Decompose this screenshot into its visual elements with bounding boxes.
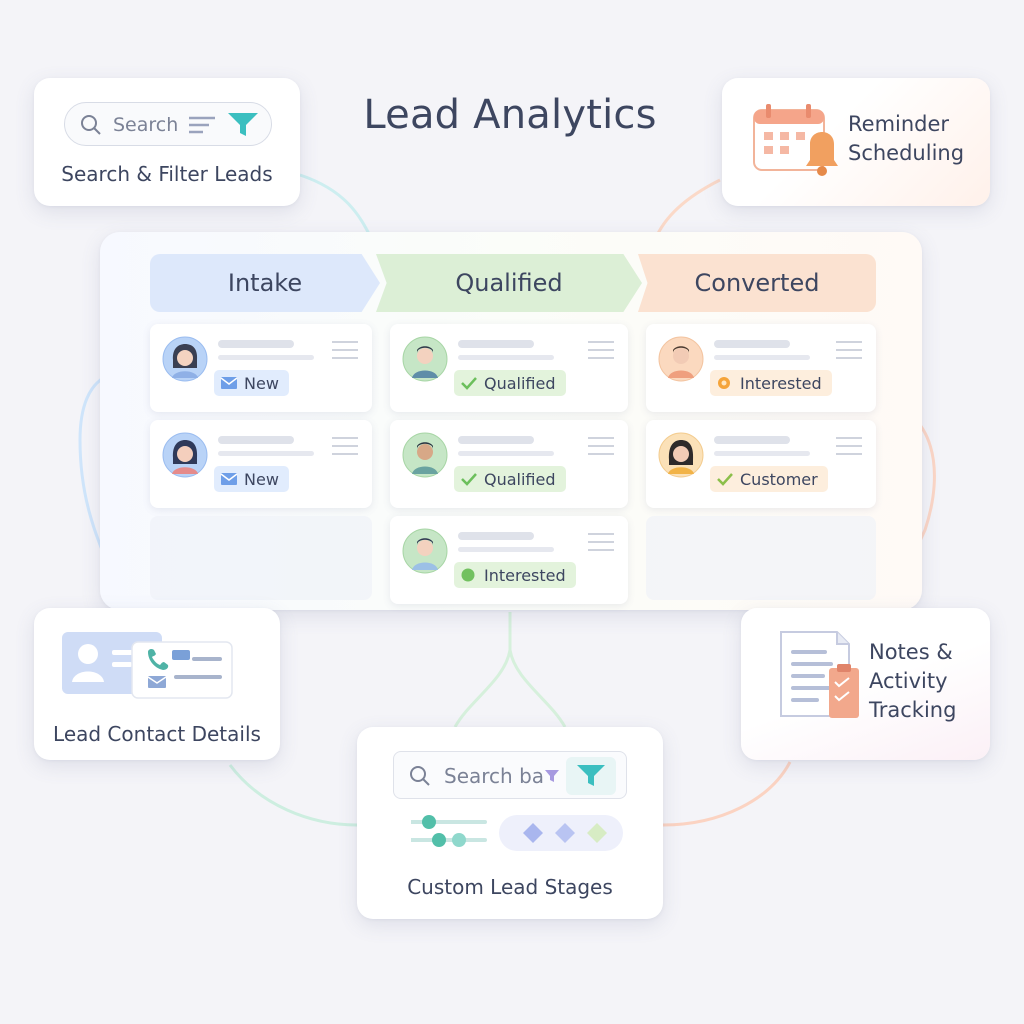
lead-detail-placeholder: [218, 355, 314, 360]
lead-name-placeholder: [458, 436, 534, 444]
stage-qualified[interactable]: Qualified: [376, 254, 642, 312]
lead-card[interactable]: Qualified: [390, 324, 628, 412]
lead-card[interactable]: New: [150, 420, 372, 508]
calendar-bell-icon: [753, 104, 838, 176]
status-badge: Interested: [454, 562, 576, 588]
menu-lines-icon[interactable]: [836, 340, 862, 360]
lead-name-placeholder: [714, 340, 790, 348]
custom-stages-label: Custom Lead Stages: [407, 875, 613, 899]
contact-details-card[interactable]: Lead Contact Details: [34, 608, 280, 760]
empty-slot: [646, 516, 876, 600]
lead-detail-placeholder: [458, 547, 554, 552]
notes-activity-label: Notes & Activity Tracking: [869, 640, 957, 722]
stage-diamonds-icon: [499, 815, 623, 851]
search-bar[interactable]: Search ba: [393, 751, 627, 799]
avatar-male-icon: [658, 336, 704, 382]
reminder-card[interactable]: Reminder Scheduling: [722, 78, 990, 206]
status-badge: Qualified: [454, 370, 566, 396]
lead-detail-placeholder: [714, 355, 810, 360]
search-placeholder: Search: [113, 114, 179, 136]
menu-lines-icon[interactable]: [836, 436, 862, 456]
stage-intake[interactable]: Intake: [150, 254, 380, 312]
menu-lines-icon[interactable]: [332, 340, 358, 360]
status-badge: New: [214, 370, 289, 396]
lead-name-placeholder: [458, 532, 534, 540]
sliders-icon: [411, 815, 487, 847]
avatar-female-icon: [162, 432, 208, 478]
lead-card[interactable]: Customer: [646, 420, 876, 508]
small-filter-icon: [545, 770, 559, 782]
filter-icon: [577, 765, 605, 786]
contact-card-icon: [62, 632, 233, 699]
status-badge: Interested: [710, 370, 832, 396]
lead-name-placeholder: [218, 340, 294, 348]
avatar-male-icon: [402, 528, 448, 574]
envelope-icon: [220, 473, 238, 485]
menu-lines-icon[interactable]: [332, 436, 358, 456]
search-placeholder: Search ba: [444, 764, 545, 788]
menu-lines-icon[interactable]: [588, 340, 614, 360]
kanban-board: Intake Qualified Converted New New: [100, 232, 922, 610]
search-filter-label: Search & Filter Leads: [61, 162, 273, 186]
search-icon: [410, 766, 430, 786]
avatar-male-icon: [402, 432, 448, 478]
menu-lines-icon[interactable]: [588, 436, 614, 456]
stage-converted[interactable]: Converted: [638, 254, 876, 312]
checkmark-icon: [461, 377, 477, 390]
page-title: Lead Analytics: [363, 92, 657, 138]
search-pill[interactable]: Search: [64, 102, 272, 146]
checkmark-icon: [717, 473, 733, 486]
lead-detail-placeholder: [458, 355, 554, 360]
lead-card[interactable]: Interested: [390, 516, 628, 604]
avatar-male-icon: [402, 336, 448, 382]
lead-card[interactable]: New: [150, 324, 372, 412]
contact-details-label: Lead Contact Details: [53, 722, 261, 746]
avatar-female-icon: [658, 432, 704, 478]
lead-detail-placeholder: [714, 451, 810, 456]
notes-clipboard-icon: [780, 631, 859, 718]
envelope-icon: [220, 377, 238, 389]
checkmark-icon: [461, 473, 477, 486]
search-icon: [81, 115, 101, 135]
avatar-female-icon: [162, 336, 208, 382]
status-badge: Qualified: [454, 466, 566, 492]
custom-stages-card[interactable]: Search ba Custom Lead Stages: [357, 727, 663, 919]
lead-name-placeholder: [458, 340, 534, 348]
lead-card[interactable]: Interested: [646, 324, 876, 412]
reminder-label: Reminder Scheduling: [848, 112, 965, 165]
lead-card[interactable]: Qualified: [390, 420, 628, 508]
search-filter-card[interactable]: Search Search & Filter Leads: [34, 78, 300, 206]
status-badge: New: [214, 466, 289, 492]
menu-lines-icon[interactable]: [588, 532, 614, 552]
empty-slot: [150, 516, 372, 600]
lead-name-placeholder: [714, 436, 790, 444]
lead-name-placeholder: [218, 436, 294, 444]
lead-detail-placeholder: [458, 451, 554, 456]
filter-button[interactable]: [566, 757, 616, 795]
lead-detail-placeholder: [218, 451, 314, 456]
notes-activity-card[interactable]: Notes & Activity Tracking: [741, 608, 990, 760]
status-badge: Customer: [710, 466, 828, 492]
green-dot-icon: [461, 568, 475, 582]
orange-dot-icon: [718, 377, 730, 389]
sort-lines-icon: [189, 116, 215, 134]
filter-icon[interactable]: [227, 112, 259, 138]
